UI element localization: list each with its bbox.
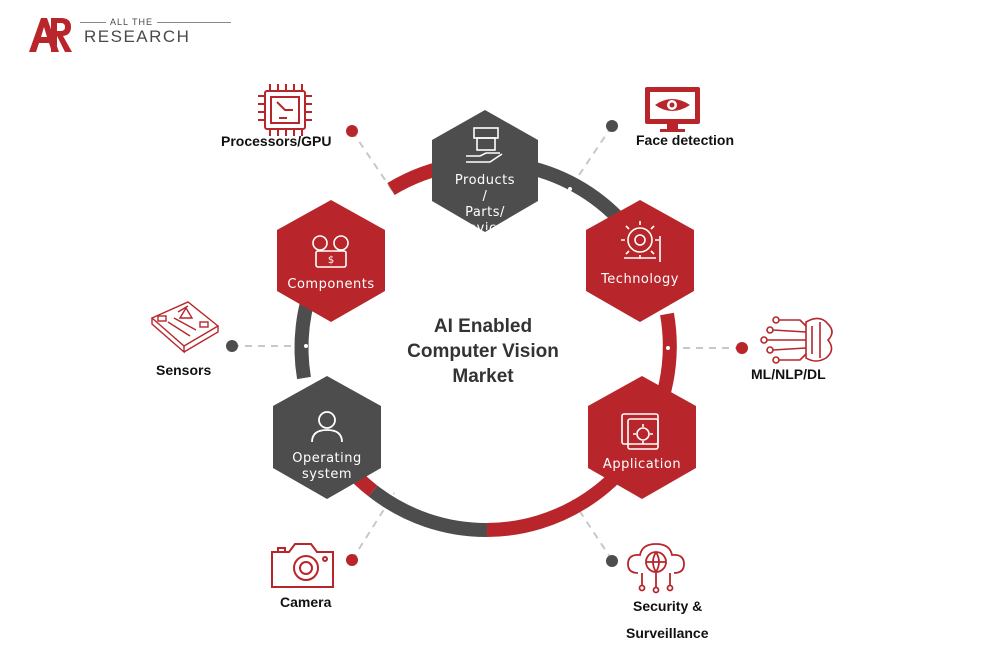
svg-text:$: $ (328, 255, 334, 266)
label-security-line-2: Surveillance (626, 625, 709, 641)
center-title-line-1: AI Enabled (433, 316, 533, 337)
label-security-line-1: Security & (633, 598, 703, 614)
components-icon: $ (312, 235, 349, 268)
label-face-detection: Face detection (636, 132, 735, 148)
hex-technology-label: Technology (601, 272, 679, 287)
label-ml: ML/NLP/DL (751, 366, 826, 382)
label-sensors: Sensors (156, 362, 212, 378)
hex-os-label: Operating system (277, 451, 377, 483)
hex-products (432, 110, 538, 232)
os-line-2: system (302, 467, 352, 482)
box-in-hand-icon (466, 127, 503, 163)
ml-brain-icon (760, 316, 833, 364)
user-icon (311, 411, 343, 443)
os-line-1: Operating (292, 451, 362, 466)
products-line-1: Products (454, 173, 516, 188)
security-cloud-globe-icon (627, 543, 685, 594)
processor-chip-icon (258, 84, 312, 136)
face-detection-monitor-icon (645, 87, 700, 132)
dot-security (606, 555, 618, 567)
products-line-3: Parts/ (465, 205, 505, 220)
label-camera: Camera (280, 594, 332, 610)
hex-technology (586, 200, 694, 322)
camera-icon (271, 543, 334, 588)
hex-os (273, 376, 381, 499)
hex-application (588, 376, 696, 499)
dot-sensors (226, 340, 238, 352)
center-title: AI Enabled Computer Vision Market (390, 314, 576, 389)
sensor-board-icon (150, 301, 220, 354)
logo-wordmark: RESEARCH (84, 27, 191, 46)
logo-tagline: ALL THE (80, 17, 232, 27)
hex-application-label: Application (602, 457, 682, 472)
products-line-4: Devices (457, 221, 513, 230)
hex-products-label: Products / Parts/ Devices (435, 173, 535, 230)
gear-tool-icon (621, 221, 661, 262)
hex-components (277, 200, 385, 322)
gear-window-icon (621, 413, 659, 450)
center-title-line-3: Market (452, 366, 514, 387)
dot-ml (736, 342, 748, 354)
hex-components-label: Components (287, 277, 375, 292)
products-line-2: / (482, 189, 488, 204)
center-title-line-2: Computer Vision (407, 341, 559, 362)
dot-face (606, 120, 618, 132)
label-processors: Processors/GPU (221, 133, 332, 149)
ring-dots (304, 187, 670, 497)
ar-logo (29, 18, 72, 52)
dot-camera (346, 554, 358, 566)
dot-processors (346, 125, 358, 137)
